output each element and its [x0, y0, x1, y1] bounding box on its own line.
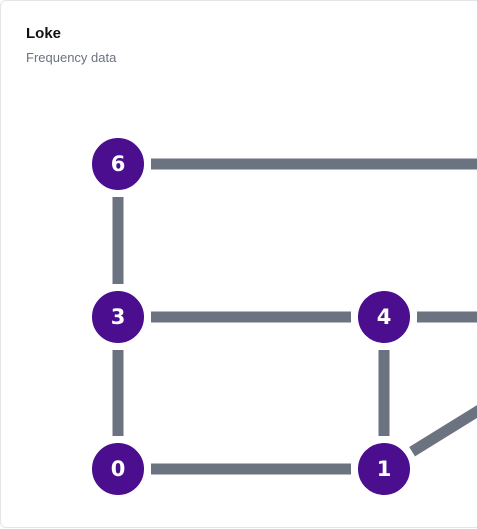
- node-6[interactable]: 6: [90, 136, 146, 192]
- node-circle: [90, 289, 146, 345]
- node-1[interactable]: 1: [356, 441, 412, 497]
- node-label: 6: [111, 152, 126, 176]
- node-label: 0: [111, 457, 126, 481]
- node-circle: [90, 441, 146, 497]
- edge-1-offscreen-right-c: [409, 405, 477, 457]
- node-circle: [356, 441, 412, 497]
- edges-layer: [112, 158, 477, 475]
- card-subtitle: Frequency data: [26, 50, 117, 65]
- node-circle: [356, 289, 412, 345]
- node-0[interactable]: 0: [90, 441, 146, 497]
- node-label: 1: [377, 457, 392, 481]
- node-label: 4: [377, 305, 392, 329]
- card-title: Loke: [26, 25, 62, 42]
- node-3[interactable]: 3: [90, 289, 146, 345]
- node-4[interactable]: 4: [356, 289, 412, 345]
- nodes-layer: 6 3 4 0 1: [90, 136, 412, 497]
- node-circle: [90, 136, 146, 192]
- node-label: 3: [111, 305, 126, 329]
